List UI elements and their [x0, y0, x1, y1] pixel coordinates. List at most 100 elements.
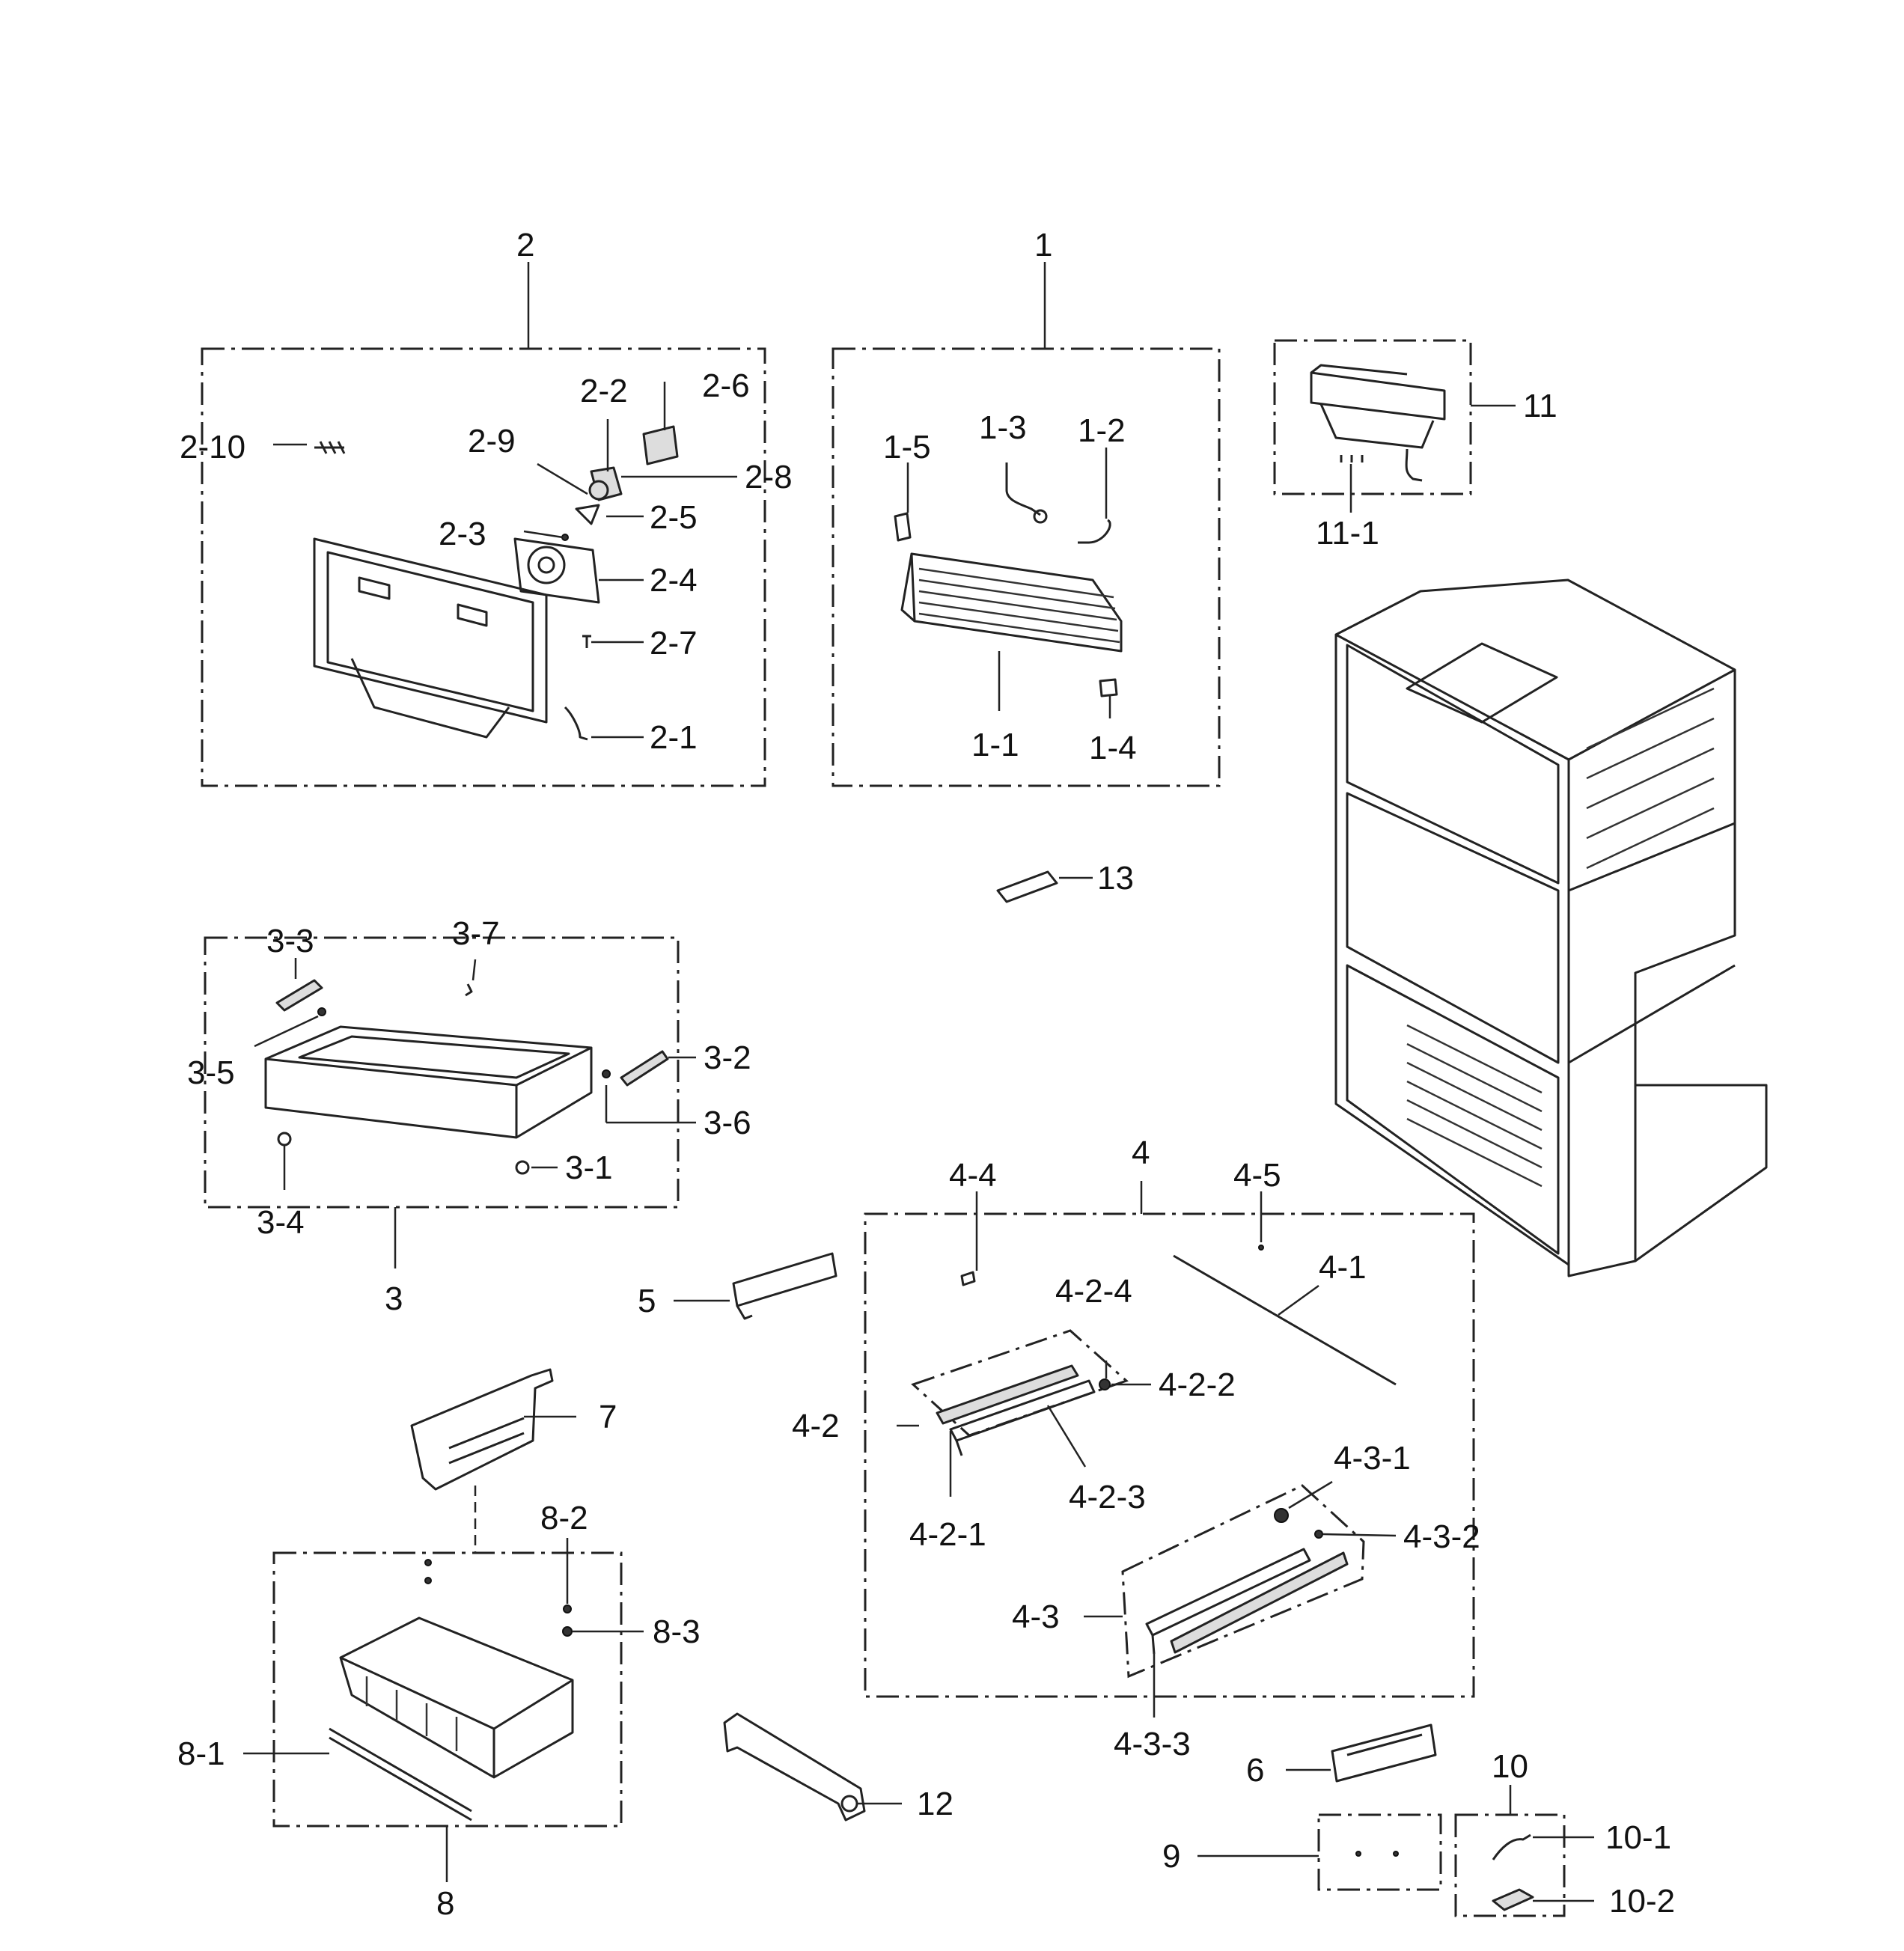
- label-3-7: 3-7: [452, 915, 500, 952]
- part-9-box: [1317, 1813, 1442, 1891]
- label-4-2-1: 4-2-1: [909, 1516, 986, 1553]
- group-4-box: [864, 1212, 1475, 1698]
- label-8-3: 8-3: [653, 1613, 701, 1650]
- part-5: 5: [638, 1252, 837, 1320]
- part-10-1-shape: [1492, 1834, 1531, 1860]
- group-2-box: [201, 347, 766, 787]
- part-2-2-shape: [588, 480, 609, 501]
- label-1-5: 1-5: [883, 429, 931, 465]
- label-3-5: 3-5: [187, 1054, 235, 1091]
- fan-motor-bracket: [513, 537, 600, 604]
- label-1-2: 1-2: [1078, 412, 1126, 449]
- part-3-7-shape: [465, 983, 473, 997]
- part-3-3-shape: [275, 979, 323, 1012]
- part-7: 7: [410, 1368, 617, 1553]
- part-1-4-shape: [1099, 678, 1118, 697]
- label-5: 5: [638, 1283, 656, 1319]
- label-3-6: 3-6: [704, 1105, 751, 1141]
- label-3-4: 3-4: [257, 1204, 305, 1241]
- group-8-box: [272, 1551, 623, 1828]
- label-4-2-3: 4-2-3: [1069, 1479, 1146, 1515]
- part-8-3-shape: [562, 1626, 573, 1637]
- group-11-box: [1273, 339, 1472, 495]
- group-8-assembly: 8 8-2 8-3 8-1: [177, 1500, 701, 1922]
- part-4-5-shape: [1258, 1245, 1264, 1251]
- freezer-drawer: [264, 1025, 593, 1139]
- part-2-6-shape: [642, 425, 679, 465]
- label-9: 9: [1162, 1838, 1180, 1875]
- label-8: 8: [436, 1885, 454, 1922]
- part-3-2-shape: [620, 1050, 669, 1087]
- label-2-1: 2-1: [650, 719, 698, 756]
- label-4-2: 4-2: [792, 1408, 840, 1444]
- part-1-3-shape: [1005, 462, 1041, 516]
- label-3-2: 3-2: [704, 1039, 751, 1076]
- label-2-4: 2-4: [650, 562, 698, 599]
- evaporator-coil: [900, 552, 1123, 653]
- label-2-8: 2-8: [745, 459, 793, 495]
- part-10-2-shape: [1492, 1888, 1534, 1911]
- label-10-1: 10-1: [1605, 1819, 1671, 1856]
- label-2-5: 2-5: [650, 499, 698, 536]
- label-3-3: 3-3: [266, 923, 314, 959]
- group-1-box: [832, 347, 1221, 787]
- part-2-3-shape: [561, 534, 569, 541]
- part-4-3-1-shape: [1274, 1508, 1289, 1523]
- label-4-1: 4-1: [1319, 1249, 1367, 1286]
- label-4-4: 4-4: [949, 1157, 997, 1194]
- label-12: 12: [917, 1786, 953, 1822]
- label-11-1: 11-1: [1316, 515, 1379, 552]
- part-4-1-shape: [1173, 1254, 1397, 1386]
- label-1-1: 1-1: [971, 727, 1019, 763]
- label-1-4: 1-4: [1089, 730, 1137, 766]
- group-2-assembly: 2 2-10: [180, 227, 793, 787]
- rail-assembly-4-3: [1145, 1548, 1349, 1655]
- label-7: 7: [599, 1399, 617, 1435]
- label-10-2: 10-2: [1609, 1883, 1675, 1920]
- label-10: 10: [1492, 1748, 1528, 1785]
- part-4-4-shape: [960, 1271, 976, 1286]
- label-4: 4: [1132, 1135, 1150, 1171]
- label-4-3-1: 4-3-1: [1334, 1440, 1411, 1477]
- part-2-7-shape: [582, 635, 591, 648]
- label-4-2-2: 4-2-2: [1159, 1367, 1236, 1403]
- group-4-assembly: 4 4-1 4-4 4-5 4-2-4 4-2-2 4-2 4-2-1 4-2-…: [792, 1135, 1480, 1762]
- part-11-1-shape: [1340, 455, 1364, 462]
- label-2: 2: [516, 227, 534, 263]
- label-4-5: 4-5: [1233, 1157, 1281, 1194]
- refrigerator-cabinet: [1334, 578, 1768, 1277]
- part-1-2-shape: [1078, 519, 1111, 544]
- part-9: 9: [1162, 1813, 1442, 1891]
- group-1-assembly: 1 1-5 1-3 1-2 1-1 1-4: [832, 227, 1221, 787]
- part-3-5-shape: [317, 1007, 326, 1016]
- label-4-2-4: 4-2-4: [1055, 1273, 1132, 1310]
- label-8-1: 8-1: [177, 1735, 225, 1772]
- part-4-3-2-shape: [1314, 1530, 1323, 1539]
- label-6: 6: [1246, 1752, 1264, 1789]
- part-3-1-shape: [515, 1160, 530, 1175]
- label-4-3-2: 4-3-2: [1403, 1518, 1480, 1555]
- label-11: 11: [1523, 388, 1557, 424]
- label-3: 3: [385, 1280, 403, 1317]
- part-3-6-shape: [602, 1069, 611, 1078]
- group-3-assembly: 3 3-3 3-7 3-5 3-2 3-6 3-1 3-4: [187, 915, 751, 1317]
- part-8-2-shape: [563, 1605, 572, 1613]
- group-4-3-box: [1121, 1484, 1365, 1679]
- label-2-6: 2-6: [702, 367, 750, 404]
- evaporator-cover-panel: [313, 537, 548, 739]
- label-4-3-3: 4-3-3: [1114, 1726, 1191, 1762]
- part-12: 12: [723, 1712, 953, 1822]
- part-13: 13: [996, 860, 1134, 903]
- part-8-1-shape: [329, 1727, 472, 1822]
- group-3-box: [204, 936, 680, 1209]
- part-6: 6: [1246, 1723, 1437, 1789]
- rail-assembly-4-2: [936, 1364, 1096, 1456]
- label-2-3: 2-3: [439, 516, 486, 552]
- group-10-assembly: 10 10-1 10-2: [1454, 1748, 1675, 1920]
- part-1-5-shape: [894, 512, 912, 542]
- label-2-7: 2-7: [650, 625, 698, 662]
- label-1: 1: [1034, 227, 1052, 263]
- part-3-4-shape: [277, 1132, 292, 1147]
- part-4-2-2-shape: [1099, 1378, 1111, 1390]
